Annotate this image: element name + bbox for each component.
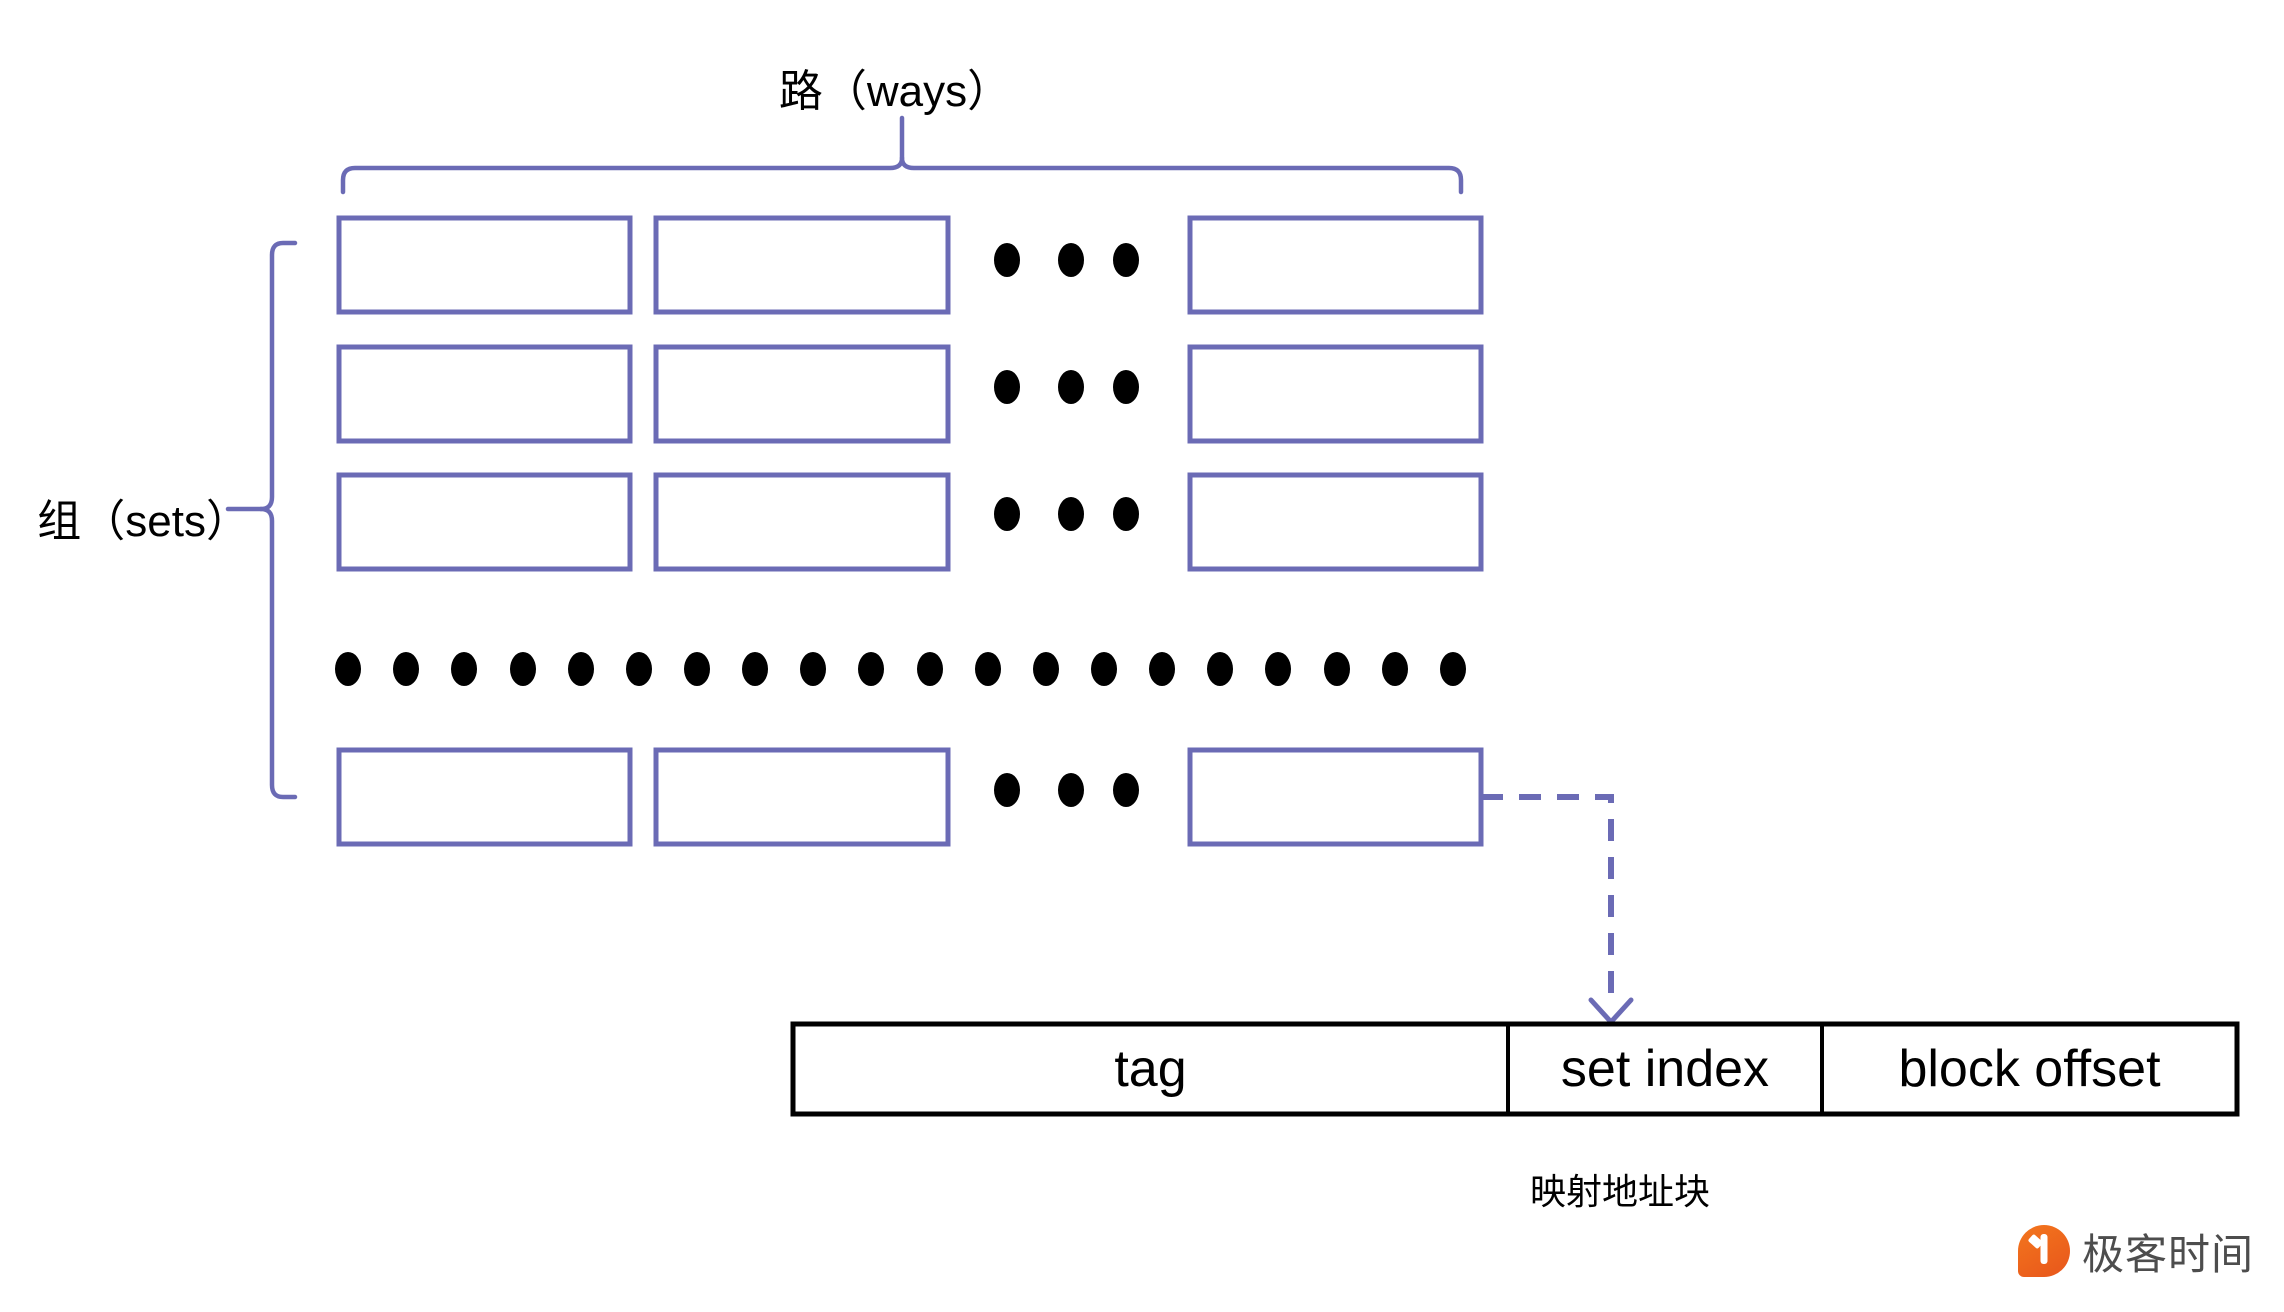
column-ellipsis: [994, 773, 1139, 807]
address-block-frame: [790, 1021, 2240, 1117]
address-field-tag[interactable]: tag: [1114, 1040, 1187, 1098]
column-ellipsis: [994, 497, 1139, 531]
address-block-outline[interactable]: [790, 1021, 2240, 1117]
cache-block[interactable]: [653, 344, 951, 444]
column-ellipsis: [994, 243, 1139, 277]
cache-block[interactable]: [1187, 215, 1484, 315]
cache-row: [336, 215, 1484, 315]
cache-row: [336, 344, 1484, 444]
ways-brace: [340, 115, 1464, 195]
cache-block[interactable]: [336, 747, 633, 847]
sets-brace: [225, 240, 298, 800]
cache-block[interactable]: [1187, 472, 1484, 572]
mapping-dashed-arrow: [1481, 794, 1634, 1025]
cache-block[interactable]: [1187, 344, 1484, 444]
cache-block[interactable]: [336, 215, 633, 315]
sets-label: 组（sets）: [37, 497, 250, 546]
row-ellipsis: [335, 652, 1466, 686]
ways-label: 路（ways）: [778, 67, 1012, 116]
watermark: 极客时间: [2018, 1222, 2254, 1280]
cache-block-mapped[interactable]: [1187, 747, 1484, 847]
cache-row: [336, 747, 1484, 847]
cache-block[interactable]: [336, 472, 633, 572]
address-field-set-index[interactable]: set index: [1560, 1040, 1770, 1098]
geekbang-logo-icon: [2018, 1225, 2070, 1277]
mapping-address-caption: 映射地址块: [1529, 1171, 1710, 1212]
cache-block[interactable]: [336, 344, 633, 444]
column-ellipsis: [994, 370, 1139, 404]
cache-block[interactable]: [653, 747, 951, 847]
cache-block[interactable]: [653, 472, 951, 572]
watermark-text: 极客时间: [2082, 1229, 2255, 1279]
cache-block[interactable]: [653, 215, 951, 315]
cache-row: [336, 472, 1484, 572]
address-field-block-offset[interactable]: block offset: [1898, 1040, 2161, 1098]
